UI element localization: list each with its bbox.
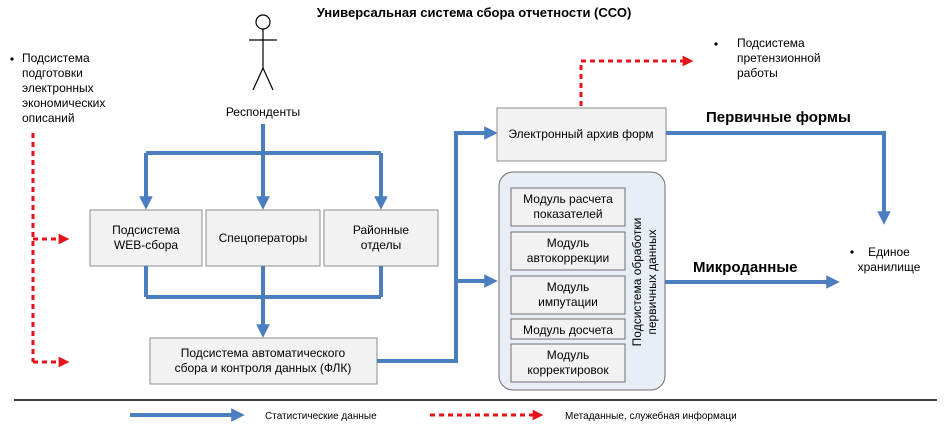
claims-note: Подсистема претензионной работы <box>714 36 821 80</box>
svg-text:Единое: Единое <box>868 245 910 259</box>
box-special-operators: Спецоператоры <box>205 209 321 267</box>
svg-text:подготовки: подготовки <box>22 66 83 80</box>
processing-group-label: Подсистема обработки <box>630 218 644 347</box>
svg-text:описаний: описаний <box>22 111 75 125</box>
svg-text:Модуль расчета: Модуль расчета <box>523 192 613 206</box>
econ-descriptions-note: Подсистема подготовки электронных эконом… <box>10 51 105 125</box>
legend-metadata: Метаданные, служебная информаци <box>430 409 737 422</box>
svg-text:WEB-сбора: WEB-сбора <box>114 238 179 252</box>
module-autocorrection: Модуль автокоррекции <box>510 231 626 271</box>
svg-text:сбора и контроля данных (ФЛК): сбора и контроля данных (ФЛК) <box>175 361 352 375</box>
box-flk: Подсистема автоматического сбора и контр… <box>149 337 378 385</box>
svg-text:претензионной: претензионной <box>737 51 821 65</box>
svg-text:показателей: показателей <box>533 207 602 221</box>
microdata-label: Микроданные <box>693 259 798 276</box>
primary-forms-label: Первичные формы <box>706 109 851 126</box>
svg-text:Модуль: Модуль <box>547 280 590 294</box>
svg-text:электронных: электронных <box>22 81 94 95</box>
svg-text:импутации: импутации <box>538 295 598 309</box>
respondents-label: Респонденты <box>226 105 300 119</box>
svg-text:Спецоператоры: Спецоператоры <box>219 231 308 245</box>
svg-text:корректировок: корректировок <box>527 363 609 377</box>
respondent-figure-icon <box>249 14 277 91</box>
flk-output-flow <box>377 126 498 363</box>
svg-text:Подсистема: Подсистема <box>737 36 805 50</box>
legend-statistical: Статистические данные <box>130 408 377 422</box>
respondent-flow <box>139 124 388 210</box>
svg-text:Подсистема: Подсистема <box>22 51 90 65</box>
svg-text:автокоррекции: автокоррекции <box>527 251 609 265</box>
svg-text:Подсистема автоматического: Подсистема автоматического <box>181 346 346 360</box>
svg-text:Статистические данные: Статистические данные <box>265 411 377 422</box>
box-district-departments: Районные отделы <box>323 209 439 267</box>
svg-text:хранилище: хранилище <box>858 260 921 274</box>
box-web-collection: Подсистема WEB-сбора <box>89 209 203 267</box>
econ-metadata-flow <box>31 133 70 368</box>
svg-text:работы: работы <box>737 66 778 80</box>
svg-text:Подсистема: Подсистема <box>112 223 180 237</box>
svg-text:Модуль: Модуль <box>547 236 590 250</box>
svg-text:Электронный архив форм: Электронный архив форм <box>508 127 653 141</box>
svg-text:Модуль: Модуль <box>547 348 590 362</box>
merge-flow <box>144 266 383 338</box>
storage-note: Единое хранилище <box>850 245 921 274</box>
svg-text:отделы: отделы <box>361 238 401 252</box>
svg-text:Метаданные, служебная информац: Метаданные, служебная информаци <box>565 410 737 422</box>
module-adjustments: Модуль корректировок <box>510 343 626 383</box>
module-imputation: Модуль импутации <box>510 275 626 315</box>
box-electronic-archive: Электронный архив форм <box>496 107 667 162</box>
processing-group-label-2: первичных данных <box>645 229 659 334</box>
primary-forms-flow <box>666 131 891 225</box>
svg-text:Модуль досчета: Модуль досчета <box>523 323 613 337</box>
diagram-title: Универсальная система сбора отчетности (… <box>317 5 632 20</box>
module-additional-count: Модуль досчета <box>510 318 626 340</box>
module-indicators: Модуль расчета показателей <box>510 187 626 227</box>
svg-text:экономических: экономических <box>22 96 105 110</box>
svg-text:Районные: Районные <box>353 223 410 237</box>
claims-metadata-flow <box>579 55 694 106</box>
